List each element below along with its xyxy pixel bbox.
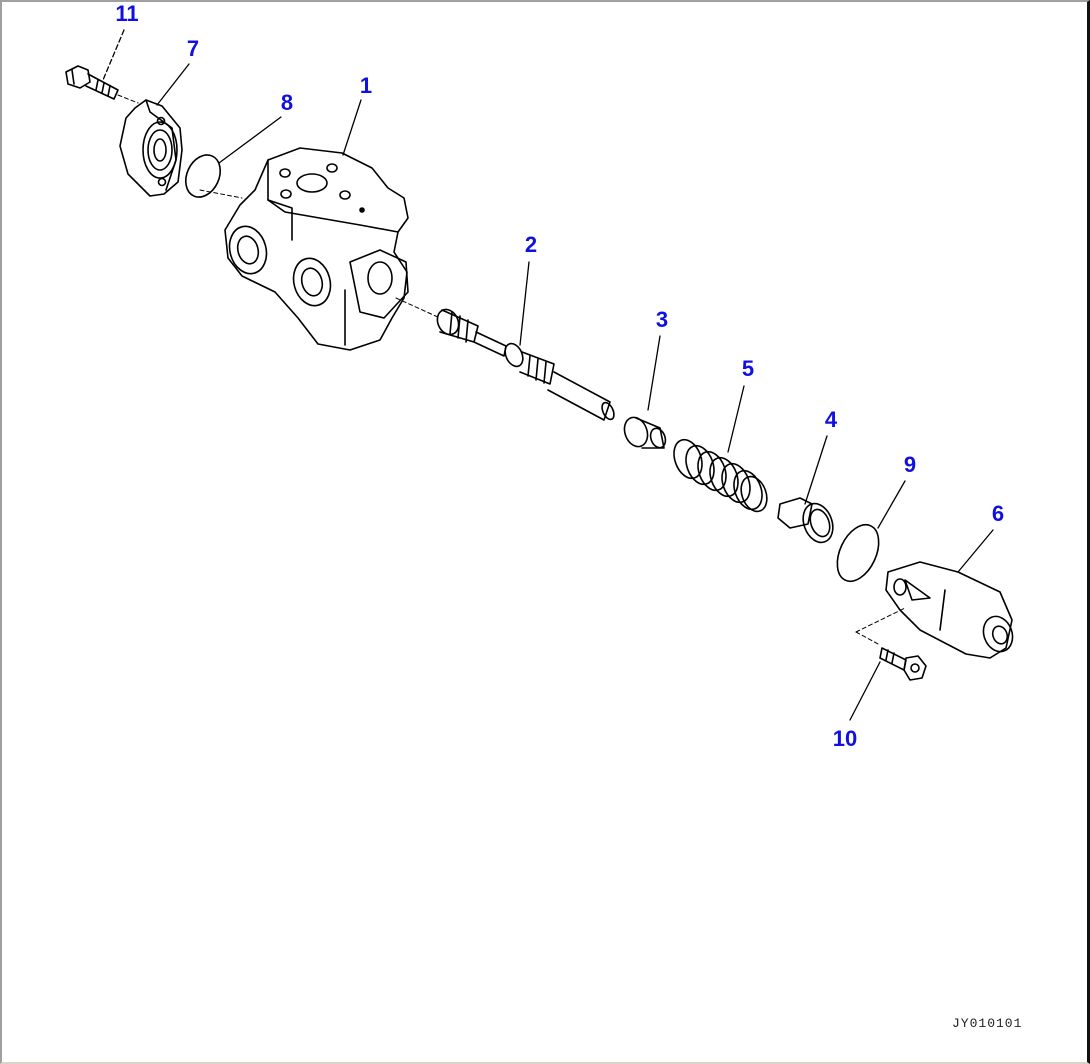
part-11-bolt-drawing bbox=[65, 65, 119, 100]
assembly-axis-lines bbox=[117, 94, 906, 646]
leader-lines bbox=[102, 29, 994, 721]
part-10-bolt-drawing bbox=[879, 647, 927, 681]
callout-3[interactable]: 3 bbox=[655, 307, 669, 332]
callout-1[interactable]: 1 bbox=[359, 73, 373, 98]
callout-6[interactable]: 6 bbox=[991, 501, 1005, 526]
callout-11[interactable]: 11 bbox=[115, 1, 139, 26]
part-9-o-ring-drawing bbox=[836, 523, 880, 583]
part-5-spring-drawing bbox=[673, 438, 768, 513]
callout-4[interactable]: 4 bbox=[824, 407, 838, 432]
drawing-code: JY010101 bbox=[952, 1016, 1023, 1031]
part-2-spool-drawing bbox=[436, 308, 615, 421]
callout-2[interactable]: 2 bbox=[524, 232, 538, 257]
part-7-flange-drawing bbox=[119, 99, 183, 197]
part-4-seat-drawing bbox=[777, 497, 834, 544]
part-1-valve-body-drawing bbox=[224, 147, 409, 351]
callout-10[interactable]: 10 bbox=[832, 726, 858, 751]
callout-5[interactable]: 5 bbox=[741, 356, 755, 381]
part-6-cap-drawing bbox=[885, 561, 1014, 659]
part-8-o-ring-drawing bbox=[184, 154, 222, 198]
callout-8[interactable]: 8 bbox=[280, 90, 294, 115]
callout-7[interactable]: 7 bbox=[186, 36, 200, 61]
callout-9[interactable]: 9 bbox=[903, 452, 917, 477]
part-3-retainer-drawing bbox=[623, 416, 667, 449]
